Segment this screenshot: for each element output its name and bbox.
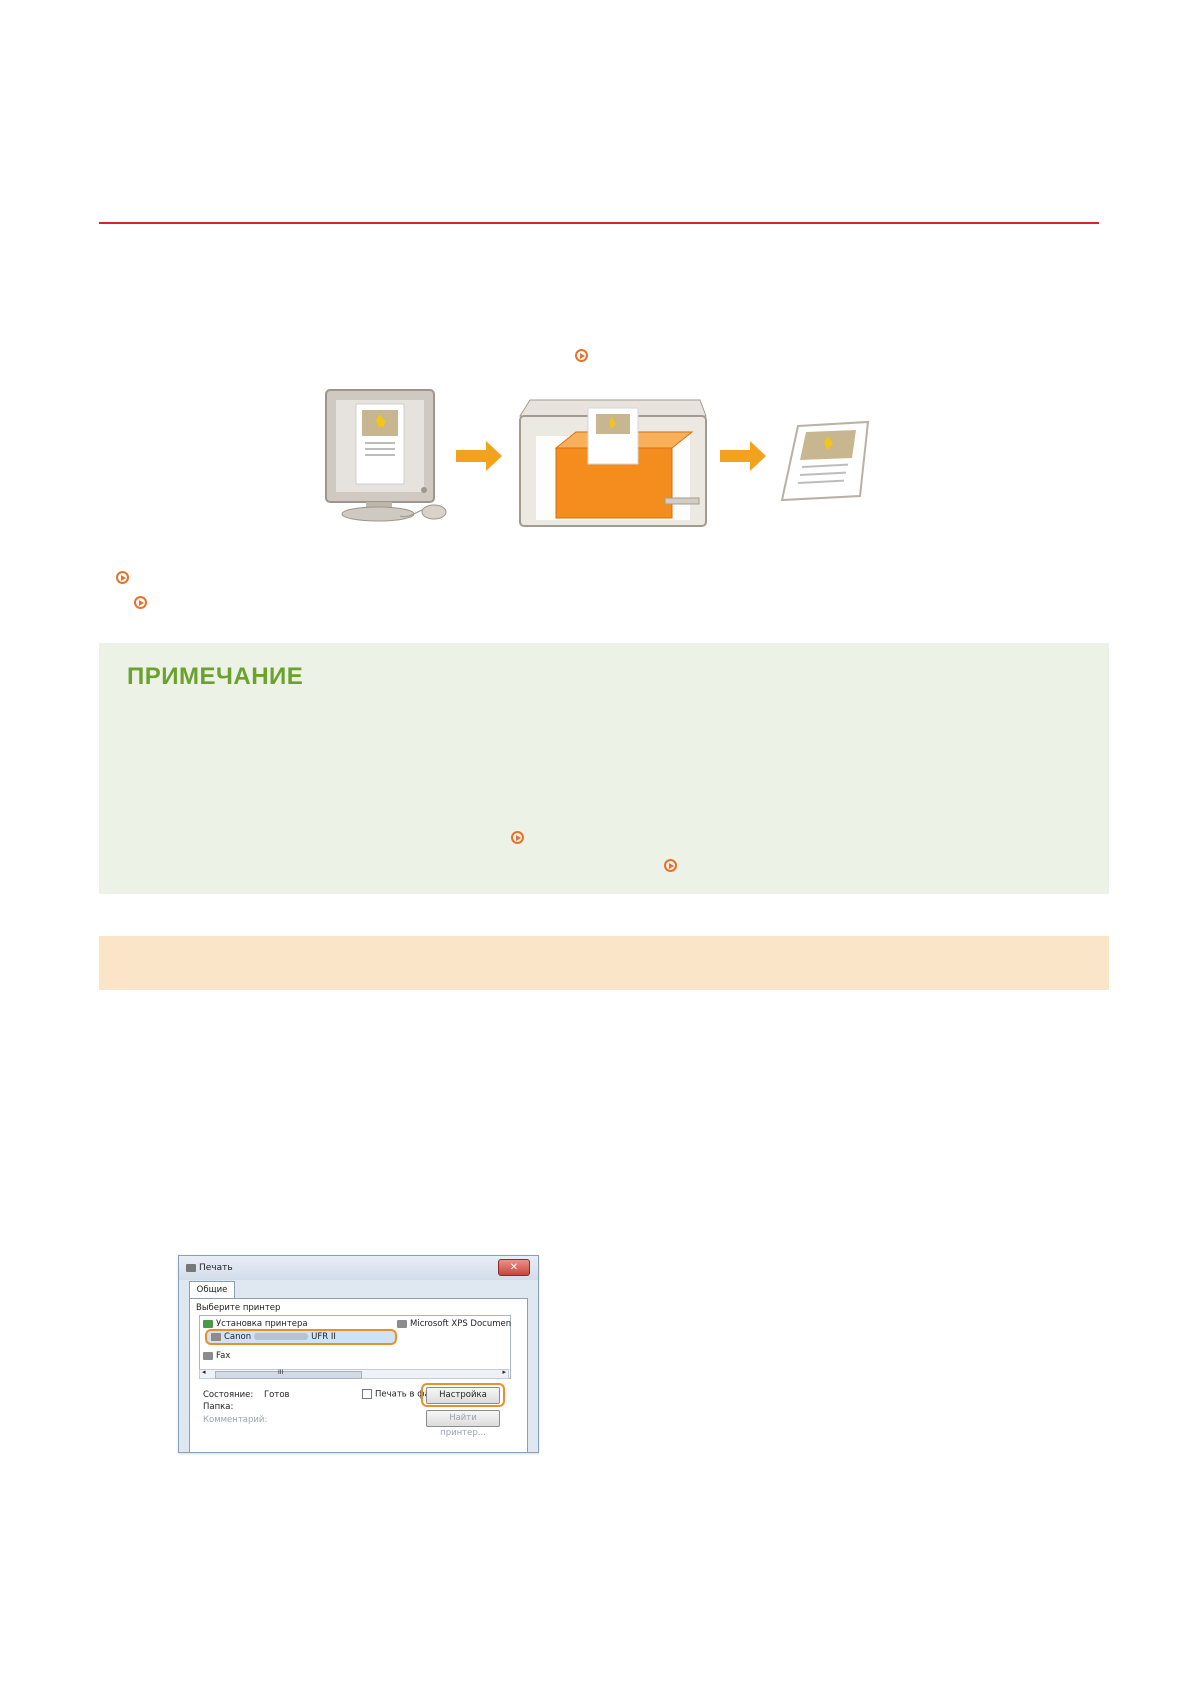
arrow-right-icon: [720, 441, 766, 471]
printer-icon: [397, 1319, 407, 1328]
link-arrow-icon[interactable]: [116, 571, 130, 585]
status-value: Готов: [264, 1390, 290, 1400]
arrow-right-icon: [456, 441, 502, 471]
scroll-right-icon[interactable]: ▸: [502, 1368, 506, 1376]
folder-label: Папка:: [203, 1402, 234, 1412]
note-box: ПРИМЕЧАНИЕ: [99, 643, 1109, 894]
printer-item-fax[interactable]: Fax: [203, 1351, 230, 1361]
add-printer-icon: [203, 1319, 213, 1328]
checkbox-icon[interactable]: [362, 1389, 372, 1399]
print-flow-illustration: [325, 389, 870, 527]
section-heading-bar: [99, 936, 1109, 990]
select-printer-label: Выберите принтер: [196, 1303, 281, 1313]
scroll-thumb[interactable]: III: [215, 1369, 362, 1379]
tab-general[interactable]: Общие: [189, 1281, 235, 1299]
link-arrow-icon[interactable]: [575, 349, 588, 363]
print-to-file-checkbox[interactable]: Печать в файл: [362, 1389, 441, 1400]
printer-icon: [186, 1264, 196, 1272]
printer-paper-tray-icon: [519, 399, 707, 527]
computer-monitor-icon: [325, 389, 447, 522]
dialog-titlebar: Печать ✕: [179, 1256, 538, 1280]
dialog-title: Печать: [199, 1263, 233, 1273]
link-arrow-icon[interactable]: [511, 831, 524, 845]
scroll-left-icon[interactable]: ◂: [202, 1368, 206, 1376]
fax-icon: [203, 1351, 213, 1360]
print-dialog-screenshot: Печать ✕ Общие Выберите принтер Установк…: [178, 1255, 539, 1453]
status-label: Состояние:: [203, 1390, 254, 1400]
printer-item-xps[interactable]: Microsoft XPS Documen: [397, 1319, 511, 1329]
printer-item-install[interactable]: Установка принтера: [203, 1319, 308, 1329]
link-arrow-icon[interactable]: [664, 859, 678, 873]
settings-button[interactable]: Настройка: [426, 1387, 500, 1404]
header-rule: [99, 222, 1099, 224]
redacted-model: [254, 1333, 309, 1340]
settings-button-highlight: [421, 1383, 505, 1407]
note-title: ПРИМЕЧАНИЕ: [127, 663, 304, 690]
printed-page-icon: [780, 420, 870, 502]
comment-label: Комментарий:: [203, 1415, 268, 1425]
horizontal-scrollbar[interactable]: ◂ III ▸: [199, 1368, 509, 1379]
printer-icon: [211, 1332, 221, 1341]
link-arrow-icon[interactable]: [133, 596, 147, 610]
find-printer-button[interactable]: Найти принтер...: [426, 1410, 500, 1438]
close-button[interactable]: ✕: [498, 1259, 530, 1276]
